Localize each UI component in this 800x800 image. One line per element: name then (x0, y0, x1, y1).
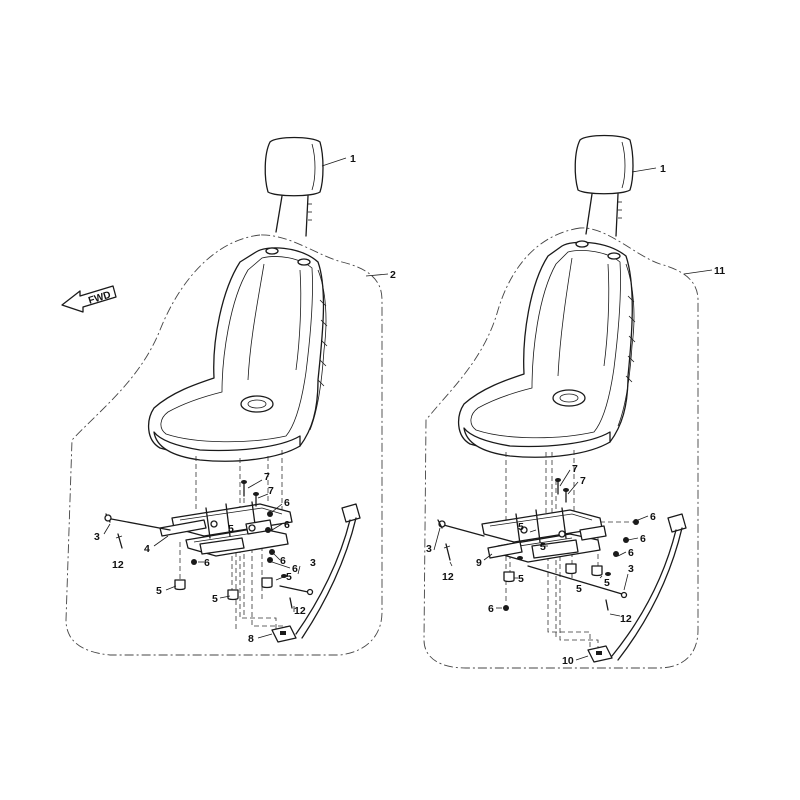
callout-2: 2 (390, 269, 396, 281)
callout-6: 6 (204, 557, 210, 569)
callout-12: 12 (442, 571, 454, 583)
callout-12: 12 (620, 613, 632, 625)
left-seat-frame (159, 501, 293, 557)
right-assembly-boundary (423, 227, 699, 669)
callout-7: 7 (580, 475, 586, 487)
callout-1: 1 (660, 163, 666, 175)
callout-5: 5 (156, 585, 162, 597)
callout-5: 5 (576, 583, 582, 595)
callout-5: 5 (212, 593, 218, 605)
callout-3: 3 (426, 543, 432, 555)
left-spacers-5 (174, 574, 287, 601)
callout-6: 6 (488, 603, 494, 615)
callout-6: 6 (292, 563, 298, 575)
callout-5: 5 (518, 573, 524, 585)
callout-6: 6 (650, 511, 656, 523)
callout-6: 6 (284, 497, 290, 509)
left-seat-belt (271, 503, 361, 643)
callout-3: 3 (310, 557, 316, 569)
right-seat-frame (481, 507, 628, 599)
callout-5: 5 (228, 523, 234, 535)
callout-6: 6 (280, 555, 286, 567)
callout-8: 8 (248, 633, 254, 645)
left-callout-labels: 1 2 7 7 6 5 6 3 4 12 6 6 6 3 5 5 5 12 8 (94, 153, 396, 645)
right-callout-labels: 1 11 7 7 6 5 6 5 6 3 9 12 5 5 5 6 3 12 1… (426, 163, 725, 667)
callout-11: 11 (714, 265, 725, 277)
callout-3: 3 (628, 563, 634, 575)
callout-6: 6 (284, 519, 290, 531)
left-leaders (103, 157, 389, 639)
forward-arrow-icon: FWD (61, 285, 117, 313)
right-pin-12 (443, 543, 451, 561)
callout-6: 6 (640, 533, 646, 545)
callout-1: 1 (350, 153, 356, 165)
left-nuts-6 (191, 511, 275, 565)
callout-5: 5 (286, 571, 292, 583)
left-release-rod (104, 513, 171, 531)
left-headrest (264, 136, 324, 237)
callout-12: 12 (294, 605, 306, 617)
callout-12: 12 (112, 559, 124, 571)
callout-7: 7 (268, 485, 274, 497)
right-headrest (574, 134, 634, 237)
left-seat-shell (148, 247, 328, 462)
right-nuts-6 (503, 519, 639, 611)
right-seat-assembly: 1 11 7 7 6 5 6 5 6 3 9 12 5 5 5 6 3 12 1… (423, 134, 725, 669)
right-seat-belt (587, 513, 687, 663)
left-pin-12 (115, 533, 123, 549)
callout-3: 3 (94, 531, 100, 543)
callout-10: 10 (562, 655, 574, 667)
callout-5: 5 (604, 577, 610, 589)
callout-4: 4 (144, 543, 150, 555)
right-spacers-5 (503, 556, 611, 583)
right-bolts-7 (555, 478, 569, 503)
right-leaders (433, 167, 713, 661)
right-seat-shell (458, 240, 636, 458)
callout-5: 5 (518, 521, 524, 533)
left-assembly-boundary (65, 234, 383, 656)
callout-9: 9 (476, 557, 482, 569)
callout-6: 6 (628, 547, 634, 559)
callout-7: 7 (572, 463, 578, 475)
left-bolts-7 (241, 480, 259, 507)
callout-5: 5 (540, 541, 546, 553)
left-seat-assembly: 1 2 7 7 6 5 6 3 4 12 6 6 6 3 5 5 5 12 8 (65, 136, 396, 656)
right-release-rod (437, 519, 485, 537)
callout-7: 7 (264, 471, 270, 483)
right-guide-lines (505, 450, 634, 652)
